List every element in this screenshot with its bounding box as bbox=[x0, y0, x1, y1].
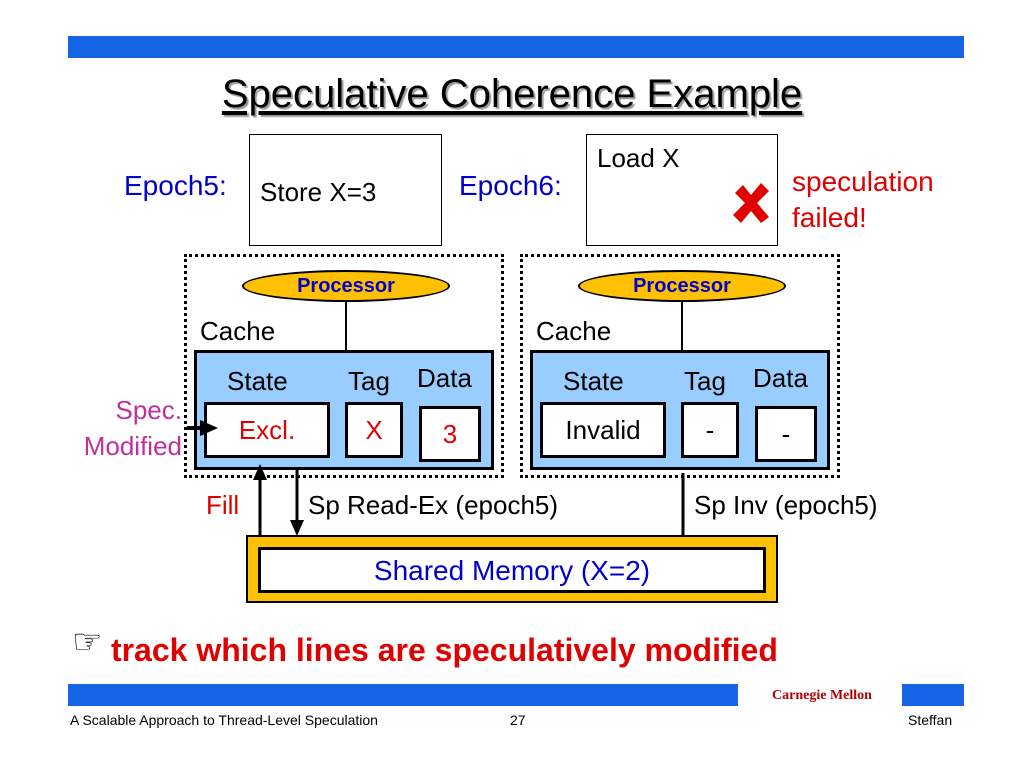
speculation-failed-line2: failed! bbox=[792, 202, 867, 233]
epoch5-instruction-box: Store X=3 bbox=[249, 134, 442, 246]
spec-modified-label: Spec. Modified bbox=[40, 392, 182, 464]
top-bar bbox=[68, 36, 964, 58]
sp-read-ex-label: Sp Read-Ex (epoch5) bbox=[308, 490, 559, 520]
shared-memory-frame: Shared Memory (X=2) bbox=[246, 535, 778, 603]
right-header-state: State bbox=[563, 366, 624, 396]
takeaway: ☞ track which lines are speculatively mo… bbox=[72, 622, 778, 669]
spec-modified-line1: Spec. bbox=[115, 395, 183, 425]
carnegie-mellon-logo: Carnegie Mellon bbox=[772, 688, 872, 703]
x-mark-icon bbox=[733, 183, 769, 223]
right-tag-cell: - bbox=[681, 402, 739, 458]
right-header-tag: Tag bbox=[684, 366, 726, 396]
takeaway-text: track which lines are speculatively modi… bbox=[110, 632, 778, 668]
right-node-boundary bbox=[520, 254, 840, 478]
speculation-failed-line1: speculation bbox=[792, 166, 934, 197]
right-header-data: Data bbox=[753, 363, 808, 393]
epoch5-label: Epoch5: bbox=[124, 170, 227, 201]
shared-memory: Shared Memory (X=2) bbox=[258, 547, 766, 593]
left-processor-link bbox=[345, 302, 347, 352]
spec-modified-arrow bbox=[187, 420, 218, 436]
bottom-bar-left bbox=[68, 684, 738, 706]
left-cache: State Tag Data Excl. X 3 bbox=[194, 350, 494, 470]
right-processor: Processor bbox=[578, 270, 786, 302]
fill-label: Fill bbox=[206, 490, 240, 520]
footer-page-number: 27 bbox=[510, 712, 526, 728]
left-data-cell: 3 bbox=[419, 406, 481, 462]
fill-arrow bbox=[253, 464, 267, 537]
spec-modified-line2: Modified bbox=[83, 431, 182, 461]
epoch6-label: Epoch6: bbox=[459, 170, 562, 201]
read-ex-arrow bbox=[290, 468, 304, 536]
epoch6-instruction: Load X bbox=[597, 143, 680, 173]
speculation-failed-note: speculation failed! bbox=[792, 164, 934, 236]
left-node-boundary bbox=[184, 254, 504, 478]
footer-left: A Scalable Approach to Thread-Level Spec… bbox=[70, 712, 378, 728]
right-state-cell: Invalid bbox=[540, 402, 666, 458]
left-cache-label: Cache bbox=[200, 316, 276, 346]
bottom-bar-right bbox=[902, 684, 964, 706]
epoch5-instruction: Store X=3 bbox=[260, 177, 377, 207]
right-data-cell: - bbox=[755, 406, 817, 462]
right-cache: State Tag Data Invalid - - bbox=[530, 350, 830, 470]
left-header-state: State bbox=[227, 366, 288, 396]
slide-title: Speculative Coherence Example bbox=[221, 72, 803, 116]
pointing-hand-icon: ☞ bbox=[72, 622, 103, 662]
left-tag-cell: X bbox=[345, 402, 403, 458]
left-header-tag: Tag bbox=[348, 366, 390, 396]
right-processor-link bbox=[681, 302, 683, 352]
epoch6-instruction-box: Load X bbox=[586, 134, 778, 246]
left-header-data: Data bbox=[417, 363, 472, 393]
right-cache-label: Cache bbox=[536, 316, 612, 346]
footer-right: Steffan bbox=[908, 712, 953, 728]
left-processor: Processor bbox=[242, 270, 450, 302]
sp-inv-label: Sp Inv (epoch5) bbox=[694, 490, 878, 520]
